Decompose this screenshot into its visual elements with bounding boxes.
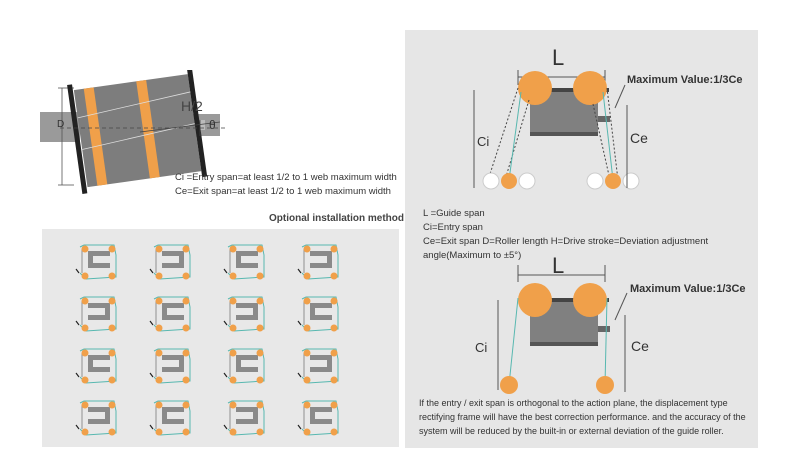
bottom-max-value: Maximum Value:1/3Ce xyxy=(630,283,746,295)
ce-definition: Ce=Exit span=at least 1/2 to 1 web maxim… xyxy=(175,186,391,197)
right-panel: L Maximum Value:1/3Ce Ci Ce L =Guide spa… xyxy=(405,30,758,448)
install-sketch xyxy=(75,348,117,384)
note-line-3: system will be reduced by the built-in o… xyxy=(419,426,724,436)
optional-title: Optional installation method xyxy=(269,213,404,224)
label-theta: θ xyxy=(209,118,216,132)
top-roller-left xyxy=(518,71,552,105)
label-d: D xyxy=(57,119,65,130)
top-guide-diagram xyxy=(473,70,640,190)
install-sketch xyxy=(223,400,265,436)
install-sketch xyxy=(149,400,191,436)
tilted-roller xyxy=(67,70,208,194)
install-sketch xyxy=(149,244,191,280)
legend-line-1: L =Guide span xyxy=(423,208,485,219)
top-label-ce: Ce xyxy=(630,130,648,146)
ci-definition: Ci =Entry span=at least 1/2 to 1 web max… xyxy=(175,172,397,183)
legend-line-3: Ce=Exit span D=Roller length H=Drive str… xyxy=(423,236,709,247)
installation-grid-panel xyxy=(42,229,399,447)
label-h2: H/2 xyxy=(181,98,203,114)
bottom-label-l: L xyxy=(552,253,565,278)
bottom-label-ce: Ce xyxy=(631,338,649,354)
guide-diagrams xyxy=(473,70,640,394)
install-sketch xyxy=(297,348,339,384)
legend-line-2: Ci=Entry span xyxy=(423,222,483,233)
bottom-roller-left xyxy=(518,283,552,317)
note-line-2: rectifying frame will have the best corr… xyxy=(419,412,746,422)
bottom-guide-diagram xyxy=(497,265,628,394)
install-sketch xyxy=(223,348,265,384)
install-sketch xyxy=(297,244,339,280)
install-sketch xyxy=(149,296,191,332)
install-sketch xyxy=(75,296,117,332)
legend-line-4: angle(Maximum to ±5°) xyxy=(423,250,522,261)
top-max-value: Maximum Value:1/3Ce xyxy=(627,74,743,86)
install-sketch xyxy=(75,244,117,280)
top-label-l: L xyxy=(552,45,565,70)
install-sketch xyxy=(297,296,339,332)
top-roller-right xyxy=(573,71,607,105)
note-line-1: If the entry / exit span is orthogonal t… xyxy=(419,398,728,408)
install-sketch xyxy=(75,400,117,436)
install-sketch xyxy=(297,400,339,436)
bottom-label-ci: Ci xyxy=(475,340,488,355)
install-sketch xyxy=(223,296,265,332)
install-sketch xyxy=(223,244,265,280)
installation-grid xyxy=(75,244,339,436)
top-label-ci: Ci xyxy=(477,134,490,149)
bottom-roller-right xyxy=(573,283,607,317)
roller-diagram xyxy=(40,70,225,194)
install-sketch xyxy=(149,348,191,384)
